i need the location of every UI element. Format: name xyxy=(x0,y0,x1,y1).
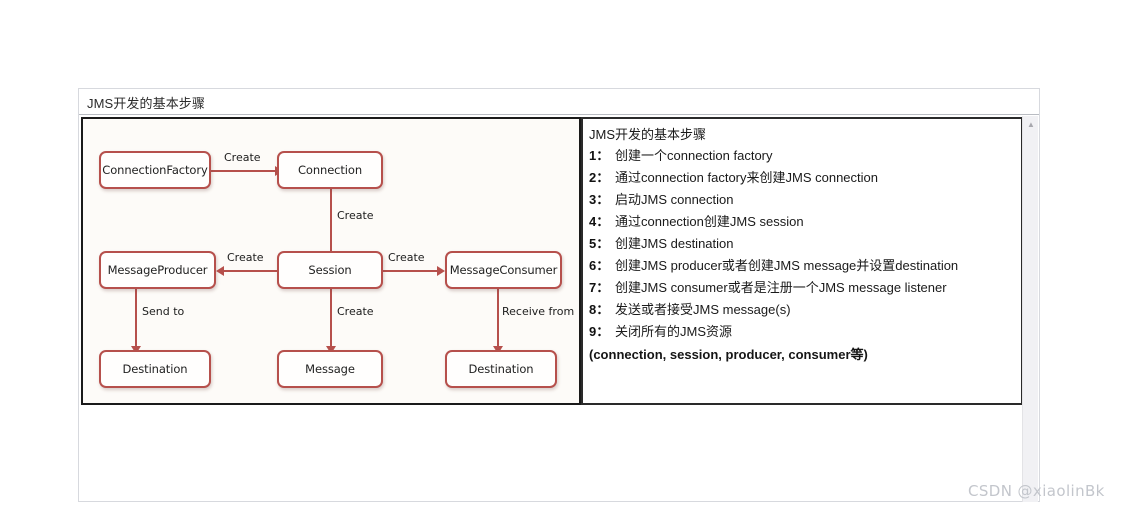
edge-label-consumer-to-destination: Receive from xyxy=(502,305,575,318)
step-text: 启动JMS connection xyxy=(615,192,734,207)
diagram-node-connection-factory[interactable]: ConnectionFactory xyxy=(99,151,211,189)
list-item: 5： 创建JMS destination xyxy=(589,233,1015,255)
edge-session-to-consumer-arrowhead xyxy=(437,266,445,276)
step-text: 创建JMS destination xyxy=(615,236,734,251)
step-number: 9： xyxy=(589,324,610,339)
steps-panel: JMS开发的基本步骤 1： 创建一个connection factory 2： … xyxy=(581,117,1023,405)
step-text: 创建JMS consumer或者是注册一个JMS message listene… xyxy=(615,280,947,295)
edge-label-producer-to-destination: Send to xyxy=(142,305,185,318)
diagram-node-destination-left[interactable]: Destination xyxy=(99,350,211,388)
diagram-node-session[interactable]: Session xyxy=(277,251,383,289)
step-number: 6： xyxy=(589,258,610,273)
list-item: 8： 发送或者接受JMS message(s) xyxy=(589,299,1015,321)
edge-label-connection-to-session: Create xyxy=(337,209,374,222)
edge-connection-to-session-line xyxy=(330,189,332,255)
list-item: 6： 创建JMS producer或者创建JMS message并设置desti… xyxy=(589,255,1015,277)
page-title: JMS开发的基本步骤 xyxy=(87,96,206,111)
diagram-canvas: Create Create Create Create Send to Crea… xyxy=(89,125,575,397)
edge-label-session-to-producer: Create xyxy=(227,251,264,264)
diagram-node-connection[interactable]: Connection xyxy=(277,151,383,189)
step-number: 1： xyxy=(589,148,610,163)
vertical-scrollbar[interactable]: ▲ xyxy=(1022,116,1038,502)
diagram-node-message[interactable]: Message xyxy=(277,350,383,388)
step-number: 3： xyxy=(589,192,610,207)
step-text: 通过connection创建JMS session xyxy=(615,214,804,229)
step-number: 4： xyxy=(589,214,610,229)
list-item: 9： 关闭所有的JMS资源 xyxy=(589,321,1015,343)
step-text: 关闭所有的JMS资源 xyxy=(615,324,733,339)
steps-heading: JMS开发的基本步骤 xyxy=(589,127,707,142)
content-pane: Create Create Create Create Send to Crea… xyxy=(81,117,1023,407)
diagram-node-destination-right[interactable]: Destination xyxy=(445,350,557,388)
document-header: JMS开发的基本步骤 xyxy=(79,89,1039,115)
watermark-text: CSDN @xiaolinBk xyxy=(968,482,1105,500)
diagram-node-message-producer[interactable]: MessageProducer xyxy=(99,251,216,289)
list-item: 1： 创建一个connection factory xyxy=(589,145,1015,167)
edge-consumer-to-destination-line xyxy=(497,289,499,350)
edge-session-to-message-line xyxy=(330,289,332,350)
edge-session-to-producer-arrowhead xyxy=(216,266,224,276)
diagram-node-message-consumer[interactable]: MessageConsumer xyxy=(445,251,562,289)
step-number: 5： xyxy=(589,236,610,251)
edge-cf-to-connection-line xyxy=(211,170,277,172)
step-number: 2： xyxy=(589,170,610,185)
step-number: 8： xyxy=(589,302,610,317)
step-text: 通过connection factory来创建JMS connection xyxy=(615,170,878,185)
chevron-up-icon[interactable]: ▲ xyxy=(1027,120,1035,129)
step-text: 发送或者接受JMS message(s) xyxy=(615,302,791,317)
edge-session-to-producer-line xyxy=(222,270,277,272)
document-card: JMS开发的基本步骤 xyxy=(78,88,1040,502)
steps-footer-note: (connection, session, producer, consumer… xyxy=(589,347,868,362)
step-text: 创建一个connection factory xyxy=(615,148,773,163)
edge-producer-to-destination-line xyxy=(135,289,137,350)
edge-label-session-to-message: Create xyxy=(337,305,374,318)
step-number: 7： xyxy=(589,280,610,295)
list-item: 4： 通过connection创建JMS session xyxy=(589,211,1015,233)
list-item: 3： 启动JMS connection xyxy=(589,189,1015,211)
list-item: 2： 通过connection factory来创建JMS connection xyxy=(589,167,1015,189)
edge-label-session-to-consumer: Create xyxy=(388,251,425,264)
diagram-panel: Create Create Create Create Send to Crea… xyxy=(81,117,581,405)
edge-session-to-consumer-line xyxy=(383,270,439,272)
list-item: 7： 创建JMS consumer或者是注册一个JMS message list… xyxy=(589,277,1015,299)
steps-list: JMS开发的基本步骤 1： 创建一个connection factory 2： … xyxy=(589,124,1015,366)
step-text: 创建JMS producer或者创建JMS message并设置destinat… xyxy=(615,258,959,273)
edge-label-cf-to-connection: Create xyxy=(224,151,261,164)
